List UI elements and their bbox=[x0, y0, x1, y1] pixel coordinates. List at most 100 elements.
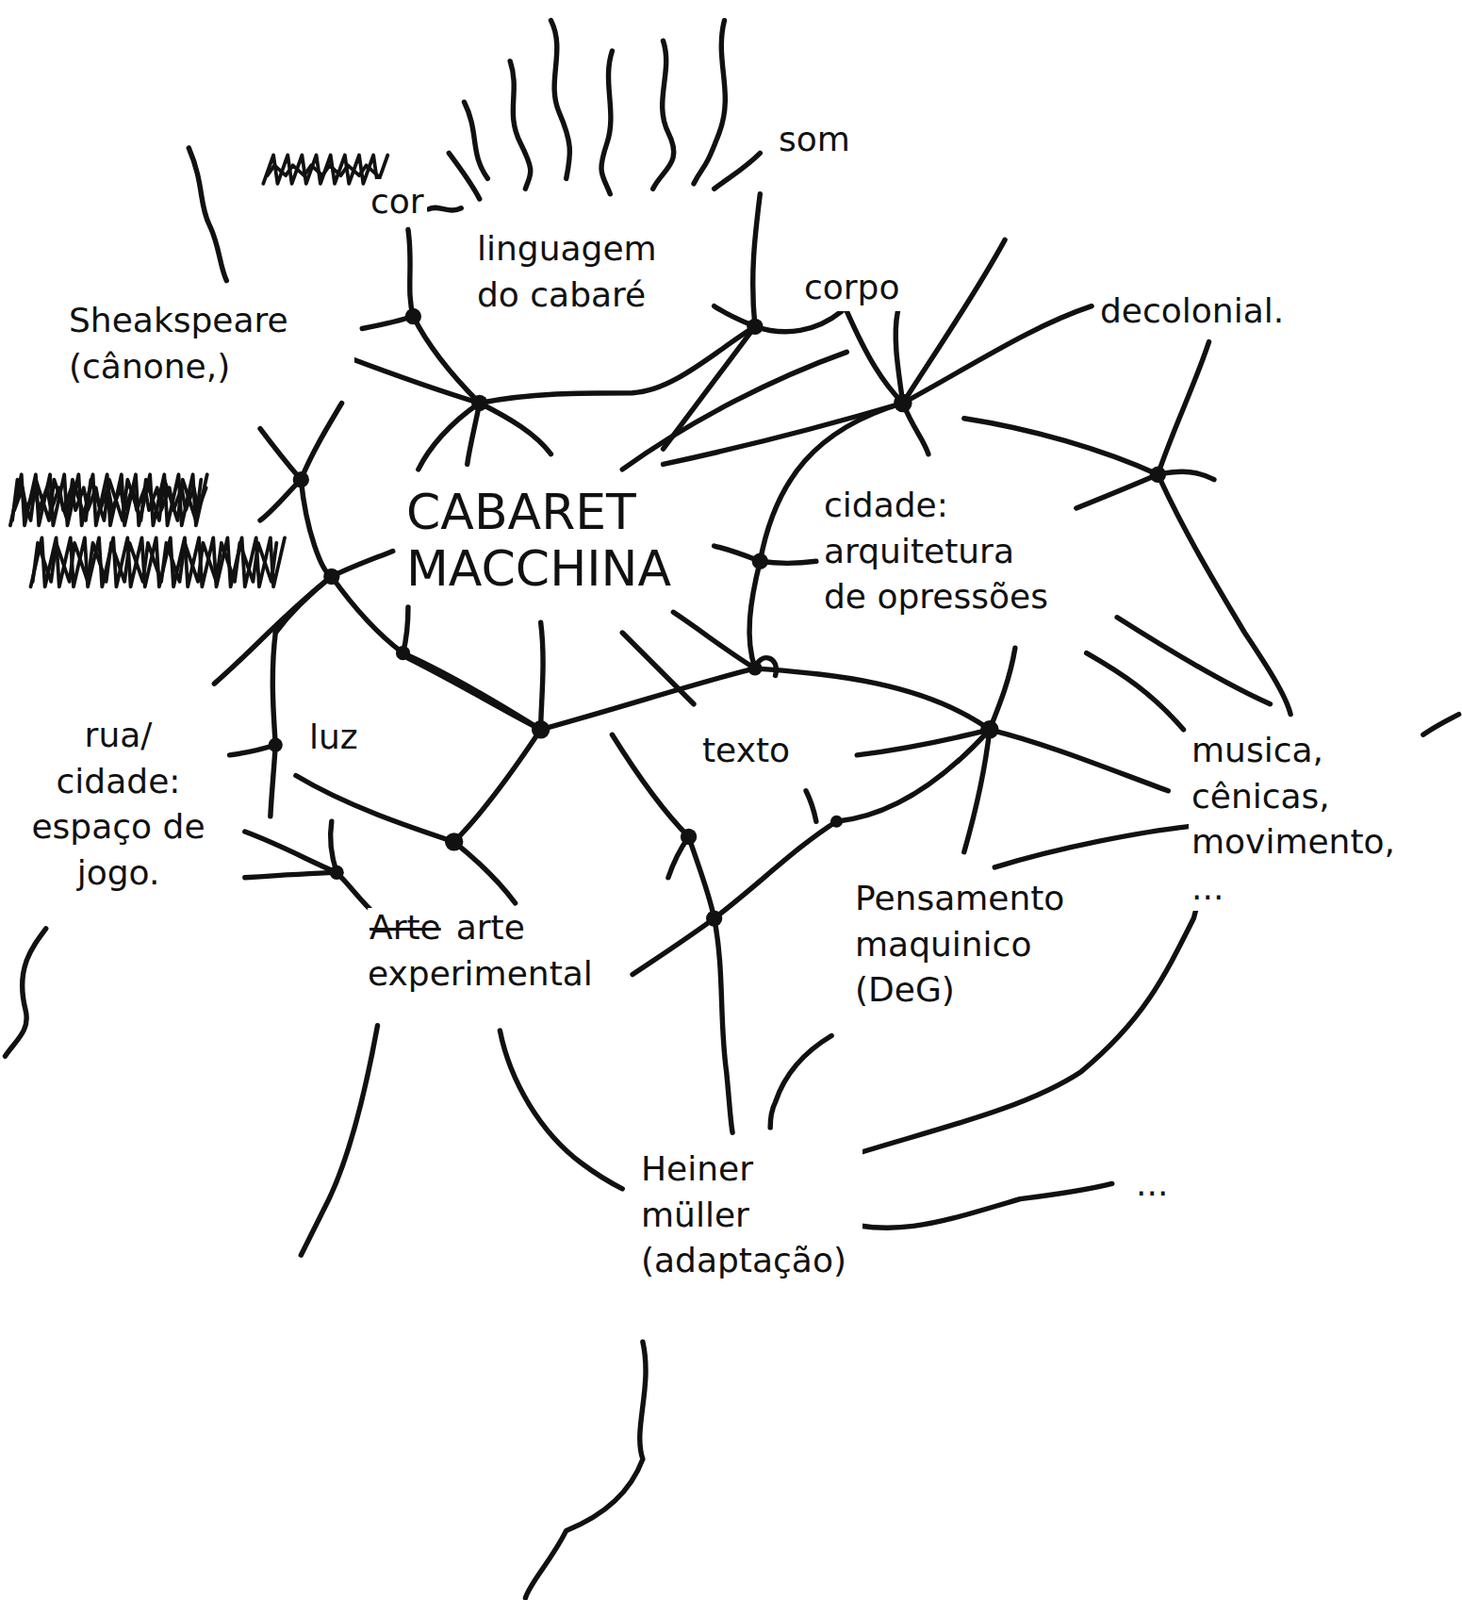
concept-label: ... bbox=[1133, 1161, 1171, 1208]
neuron-line bbox=[300, 1025, 378, 1256]
concept-label: musica, cênicas, movimento, ... bbox=[1188, 727, 1421, 911]
neuron-line bbox=[831, 1182, 1113, 1228]
neuron-line bbox=[1157, 342, 1209, 476]
neuron-line bbox=[31, 537, 285, 587]
neuron-line bbox=[994, 826, 1189, 868]
neuron-line bbox=[14, 487, 206, 510]
concept-label: decolonial. bbox=[1097, 288, 1287, 335]
neuron-line bbox=[749, 560, 760, 669]
neuron-line bbox=[403, 653, 542, 730]
neuron-line bbox=[331, 575, 404, 653]
neuron-line bbox=[753, 194, 761, 328]
neuron-junction bbox=[980, 720, 999, 739]
neuron-line bbox=[550, 20, 570, 180]
neuron-line bbox=[346, 357, 480, 404]
neuron-line bbox=[895, 311, 904, 403]
neuron-line bbox=[448, 152, 479, 199]
neuron-line bbox=[428, 207, 462, 211]
neuron-line bbox=[989, 647, 1016, 730]
concept-label: luz bbox=[306, 714, 362, 761]
neuron-line bbox=[826, 867, 1210, 1164]
neuron-line bbox=[499, 1030, 623, 1189]
neuron-line bbox=[300, 479, 331, 577]
neuron-junction bbox=[395, 645, 411, 660]
neuron-line bbox=[755, 311, 842, 332]
neuron-line bbox=[454, 841, 516, 904]
concept-label: Pensamento maquinico (DeG) bbox=[852, 875, 1094, 1014]
neuron-branches bbox=[4, 194, 1459, 1598]
neuron-junction bbox=[329, 865, 345, 880]
concept-label: Heiner müller (adaptação) bbox=[638, 1146, 863, 1284]
neuron-line bbox=[408, 229, 413, 317]
neuron-line bbox=[260, 428, 301, 480]
concept-label: cor bbox=[367, 179, 428, 226]
neuron-line bbox=[903, 306, 1092, 404]
neuron-line bbox=[245, 831, 337, 872]
neuron-line bbox=[300, 402, 342, 479]
concept-label: texto bbox=[699, 727, 793, 774]
concept-label: Sheakspeare (cânone,) bbox=[65, 297, 355, 390]
neuron-line bbox=[467, 402, 480, 464]
neuron-line bbox=[714, 821, 838, 919]
neuron-line bbox=[601, 50, 612, 195]
concept-label: Arte bbox=[367, 907, 444, 947]
neuron-junction bbox=[444, 832, 463, 851]
neuron-line bbox=[270, 744, 276, 817]
central-title: CABARET MACCHINA bbox=[403, 484, 692, 598]
neuron-line bbox=[846, 311, 904, 403]
neuron-line bbox=[964, 418, 1159, 476]
neuron-junction bbox=[706, 909, 723, 926]
neuron-junction bbox=[893, 394, 912, 412]
neuron-junction bbox=[1149, 466, 1167, 483]
label-group: Artearte experimental bbox=[367, 904, 651, 997]
neuron-line bbox=[1157, 471, 1215, 479]
neuron-line bbox=[837, 729, 990, 822]
neuron-line bbox=[272, 632, 276, 745]
neuron-line bbox=[1423, 714, 1460, 736]
neuron-junction bbox=[747, 660, 762, 675]
neuron-line bbox=[989, 729, 1168, 791]
neuron-junction bbox=[471, 394, 488, 411]
concept-label: cidade: arquitetura de opressões bbox=[821, 482, 1070, 621]
neuron-line bbox=[213, 575, 331, 684]
neuron-line bbox=[632, 918, 715, 975]
neuron-line bbox=[770, 1035, 832, 1128]
neuron-line bbox=[260, 479, 301, 521]
scribble-out bbox=[10, 155, 388, 588]
neuron-junction bbox=[680, 828, 697, 845]
neuron-line bbox=[10, 474, 208, 526]
neuron-line bbox=[479, 326, 756, 403]
neuron-line bbox=[267, 164, 378, 176]
neuron-junction bbox=[268, 737, 283, 752]
neuron-line bbox=[331, 550, 394, 576]
neuron-junction bbox=[746, 318, 763, 335]
concept-label: linguagem do cabaré bbox=[474, 226, 683, 318]
neuron-line bbox=[32, 542, 278, 582]
neuron-line bbox=[541, 622, 543, 730]
neuron-line bbox=[759, 560, 817, 563]
concept-label: corpo bbox=[801, 264, 904, 312]
neuron-line bbox=[418, 402, 480, 469]
neuron-line bbox=[188, 147, 227, 281]
neuron-line bbox=[463, 101, 488, 179]
neuron-line bbox=[1086, 653, 1184, 730]
neuron-junction bbox=[531, 720, 550, 739]
neuron-line bbox=[479, 402, 552, 454]
neuron-line bbox=[295, 775, 455, 842]
neuron-line bbox=[714, 918, 733, 1133]
neuron-junction bbox=[405, 308, 422, 325]
neuron-line bbox=[653, 40, 674, 189]
neuron-junction bbox=[323, 568, 340, 585]
neuron-junction bbox=[293, 471, 310, 488]
neuron-line bbox=[856, 729, 990, 756]
neuron-line bbox=[454, 729, 542, 842]
neuron-junction bbox=[830, 815, 843, 828]
neuron-line bbox=[4, 928, 46, 1056]
neuron-line bbox=[541, 668, 756, 730]
neuron-line bbox=[805, 790, 817, 822]
neuron-line bbox=[611, 734, 689, 837]
neuron-junction bbox=[752, 553, 769, 570]
neuron-line bbox=[663, 402, 904, 464]
neuron-line bbox=[245, 871, 337, 877]
